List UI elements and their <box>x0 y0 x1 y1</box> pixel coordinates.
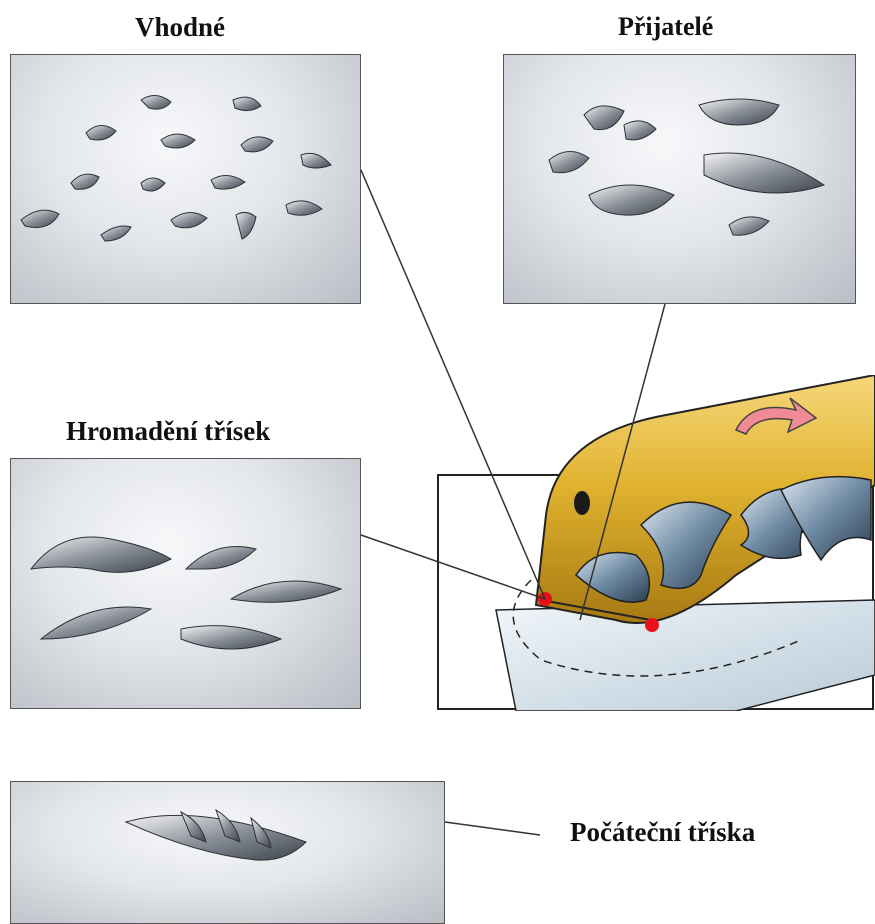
photo-chip-accumulation <box>10 458 361 709</box>
label-initial-chip: Počáteční tříska <box>570 817 755 848</box>
photo-acceptable-chips <box>503 54 856 304</box>
coolant-hole <box>574 491 590 515</box>
photo-suitable-chips <box>10 54 361 304</box>
contact-point-2 <box>645 618 659 632</box>
photo-initial-chip <box>10 781 445 924</box>
chip-accumulation-illustration <box>11 459 361 709</box>
label-chip-accumulation: Hromadění třísek <box>66 416 270 447</box>
label-suitable: Vhodné <box>135 12 225 43</box>
drill-illustration <box>436 375 875 711</box>
label-acceptable: Přijatelé <box>618 12 713 42</box>
acceptable-chips-illustration <box>504 55 856 304</box>
initial-chip-illustration <box>11 782 445 924</box>
leader-line-initial-chip <box>445 822 540 835</box>
contact-point-1 <box>538 592 552 606</box>
suitable-chips-illustration <box>11 55 361 304</box>
